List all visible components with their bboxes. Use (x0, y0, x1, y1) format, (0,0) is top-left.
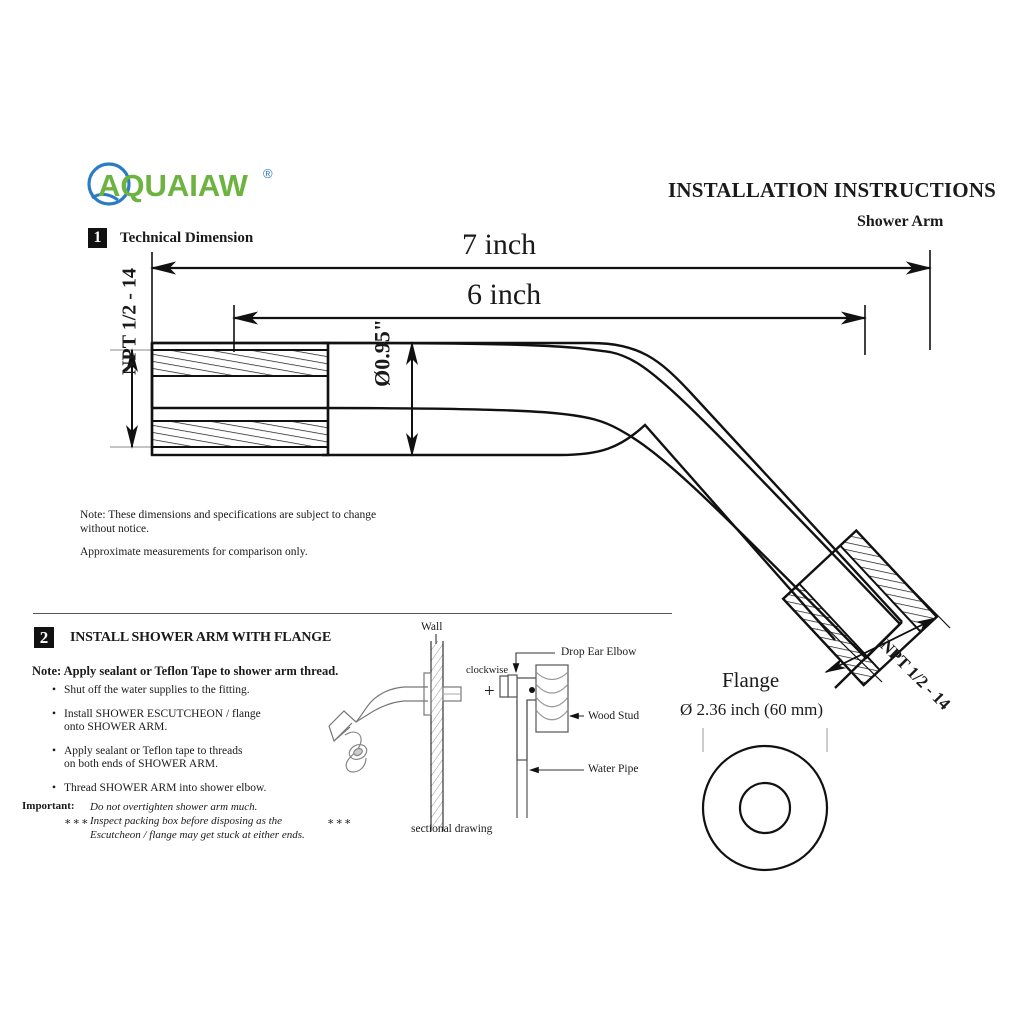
stars-right-icon: ∗∗∗ (327, 816, 353, 828)
flange-circles (701, 744, 829, 872)
sectional-leaders (435, 634, 584, 774)
section-1-badge: 1 (88, 228, 107, 248)
teflon-tape-icon-left (344, 731, 368, 773)
shower-arm-illustration (328, 672, 432, 743)
instruction-text: Thread SHOWER ARM into shower elbow. (64, 781, 267, 794)
logo-wordmark: AQUAIAW (98, 168, 249, 203)
left-thread-section (150, 341, 330, 457)
label-wall: Wall (421, 621, 443, 633)
label-wood-stud: Wood Stud (588, 710, 640, 722)
logo-circle-icon (87, 162, 131, 206)
bullet-dot-icon: • (52, 744, 57, 757)
arm-end-cap (834, 621, 903, 689)
dimension-label-exposed-length: 6 inch (467, 278, 542, 311)
important-lines: Do not overtighten shower arm much. Inspe… (90, 800, 305, 842)
section-1-title: Technical Dimension (120, 230, 254, 246)
instruction-item: • Shut off the water supplies to the fitt… (52, 684, 317, 698)
logo-wave-icon (91, 192, 119, 202)
spec-note-change: Note: These dimensions and specification… (80, 509, 377, 535)
arm-tube-edges (322, 341, 903, 641)
flange-diameter-label: Ø 2.36 inch (60 mm) (680, 700, 824, 719)
label-drop-ear-elbow: Drop Ear Elbow (561, 646, 637, 658)
section-2-badge: 2 (34, 627, 54, 648)
dimension-label-npt-left: NPT 1/2 - 14 (118, 268, 141, 375)
page-subtitle: Shower Arm (857, 213, 944, 230)
sealant-note: Note: Apply sealant or Teflon Tape to sh… (32, 664, 339, 678)
dimension-label-diameter: Ø0.95" (369, 319, 395, 387)
instruction-list: • Shut off the water supplies to the fitt… (52, 684, 317, 805)
label-clockwise: clockwise (466, 665, 508, 676)
instruction-item: • Thread SHOWER ARM into shower elbow. (52, 782, 317, 796)
spec-note-approximate: Approximate measurements for comparison … (80, 546, 308, 558)
brand-logo: AQUAIAW ® (84, 160, 294, 210)
wall-stub (442, 686, 462, 702)
bullet-dot-icon: • (52, 684, 57, 696)
right-thread-section (781, 528, 939, 687)
wood-stud (535, 664, 569, 733)
section-2-title: INSTALL SHOWER ARM WITH FLANGE (70, 630, 332, 645)
instruction-text: Shut off the water supplies to the fitti… (64, 684, 250, 696)
flange-dimension-ticks (702, 728, 828, 752)
instruction-item: • Apply sealant or Teflon tape to threads… (52, 745, 317, 772)
important-line: Do not overtighten shower arm much. (90, 801, 258, 813)
important-label: Important: (22, 800, 75, 812)
section-divider (33, 613, 672, 614)
important-line: Inspect packing box before disposing as … (90, 815, 283, 827)
flange-title: Flange (722, 668, 780, 692)
important-line: Escutcheon / flange may get stuck at eit… (90, 829, 305, 841)
caption-sectional-drawing: sectional drawing (411, 823, 493, 835)
dimension-label-overall-length: 7 inch (462, 228, 537, 261)
bullet-dot-icon: • (52, 707, 57, 720)
label-water-pipe: Water Pipe (588, 763, 639, 775)
bullet-dot-icon: • (52, 781, 57, 794)
water-pipe-line (516, 700, 528, 818)
plus-symbol-icon: + (484, 681, 495, 702)
logo-trademark-icon: ® (263, 166, 273, 181)
page-title: INSTALLATION INSTRUCTIONS (668, 178, 997, 202)
stars-left-icon: ∗∗∗ (64, 816, 90, 828)
